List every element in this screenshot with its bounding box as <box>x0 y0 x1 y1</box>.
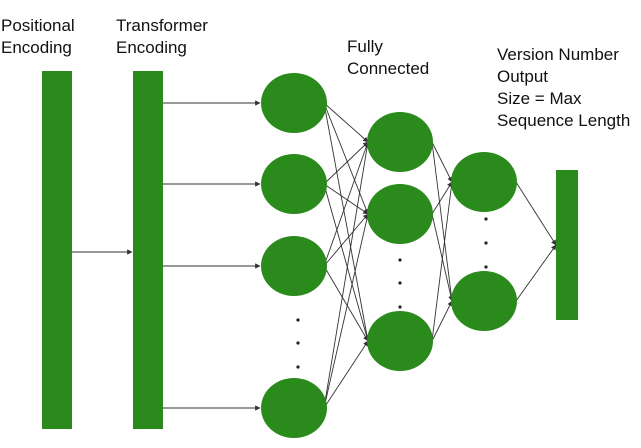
ellipsis-layer3-1 <box>484 241 488 245</box>
edge-l1-2-to-l2-0 <box>323 141 369 267</box>
edge-l1-3-to-l2-0 <box>323 141 370 409</box>
edge-l2-1-to-l3-0 <box>431 181 453 215</box>
node-layer1-3 <box>261 378 327 438</box>
nodes-group <box>42 71 578 438</box>
edge-l1-0-to-l2-0 <box>323 102 369 143</box>
node-layer3-1 <box>451 271 517 331</box>
edge-l1-3-to-l2-2 <box>323 340 369 409</box>
edge-l2-1-to-l3-1 <box>431 213 454 302</box>
ellipsis-layer2-0 <box>398 258 402 262</box>
edge-l2-2-to-l3-0 <box>431 181 455 342</box>
node-layer3-0 <box>451 152 517 212</box>
ellipsis-layer1-0 <box>296 318 300 322</box>
edge-l1-1-to-l2-0 <box>323 141 369 185</box>
edge-l1-0-to-l2-1 <box>323 102 369 215</box>
node-layer1-0 <box>261 73 327 133</box>
node-layer2-1 <box>367 184 433 244</box>
ellipsis-layer3-2 <box>484 265 488 269</box>
bar-output <box>556 170 578 320</box>
edge-l2-0-to-l3-1 <box>431 141 455 302</box>
edge-l1-1-to-l2-1 <box>323 183 369 215</box>
edge-l1-2-to-l2-2 <box>323 265 369 342</box>
edge-l2-2-to-l3-1 <box>431 300 453 342</box>
ellipsis-layer1-2 <box>296 365 300 369</box>
edge-l2-0-to-l3-0 <box>431 141 453 183</box>
edge-l1-1-to-l2-2 <box>323 183 370 342</box>
edge-l3-0-to-output <box>515 181 557 246</box>
edge-l1-2-to-l2-1 <box>323 213 369 267</box>
bar-positional-encoding <box>42 71 72 429</box>
label-output: Version Number Output Size = Max Sequenc… <box>497 45 631 130</box>
edges-group <box>72 100 557 411</box>
bar-transformer-encoding <box>133 71 163 429</box>
ellipsis-layer1-1 <box>296 341 300 345</box>
label-fully-connected: Fully Connected <box>347 37 430 78</box>
label-positional-encoding: Positional Encoding <box>1 16 75 57</box>
node-layer1-1 <box>261 154 327 214</box>
node-layer1-2 <box>261 236 327 296</box>
ellipsis-layer2-1 <box>398 281 402 285</box>
node-layer2-0 <box>367 112 433 172</box>
edge-l3-1-to-output <box>515 244 557 302</box>
edge-l1-3-to-l2-1 <box>323 213 370 409</box>
edge-l1-0-to-l2-2 <box>323 102 370 342</box>
ellipsis-layer3-0 <box>484 217 488 221</box>
ellipsis-layer2-2 <box>398 305 402 309</box>
label-transformer-encoding: Transformer Encoding <box>116 16 208 57</box>
node-layer2-2 <box>367 311 433 371</box>
